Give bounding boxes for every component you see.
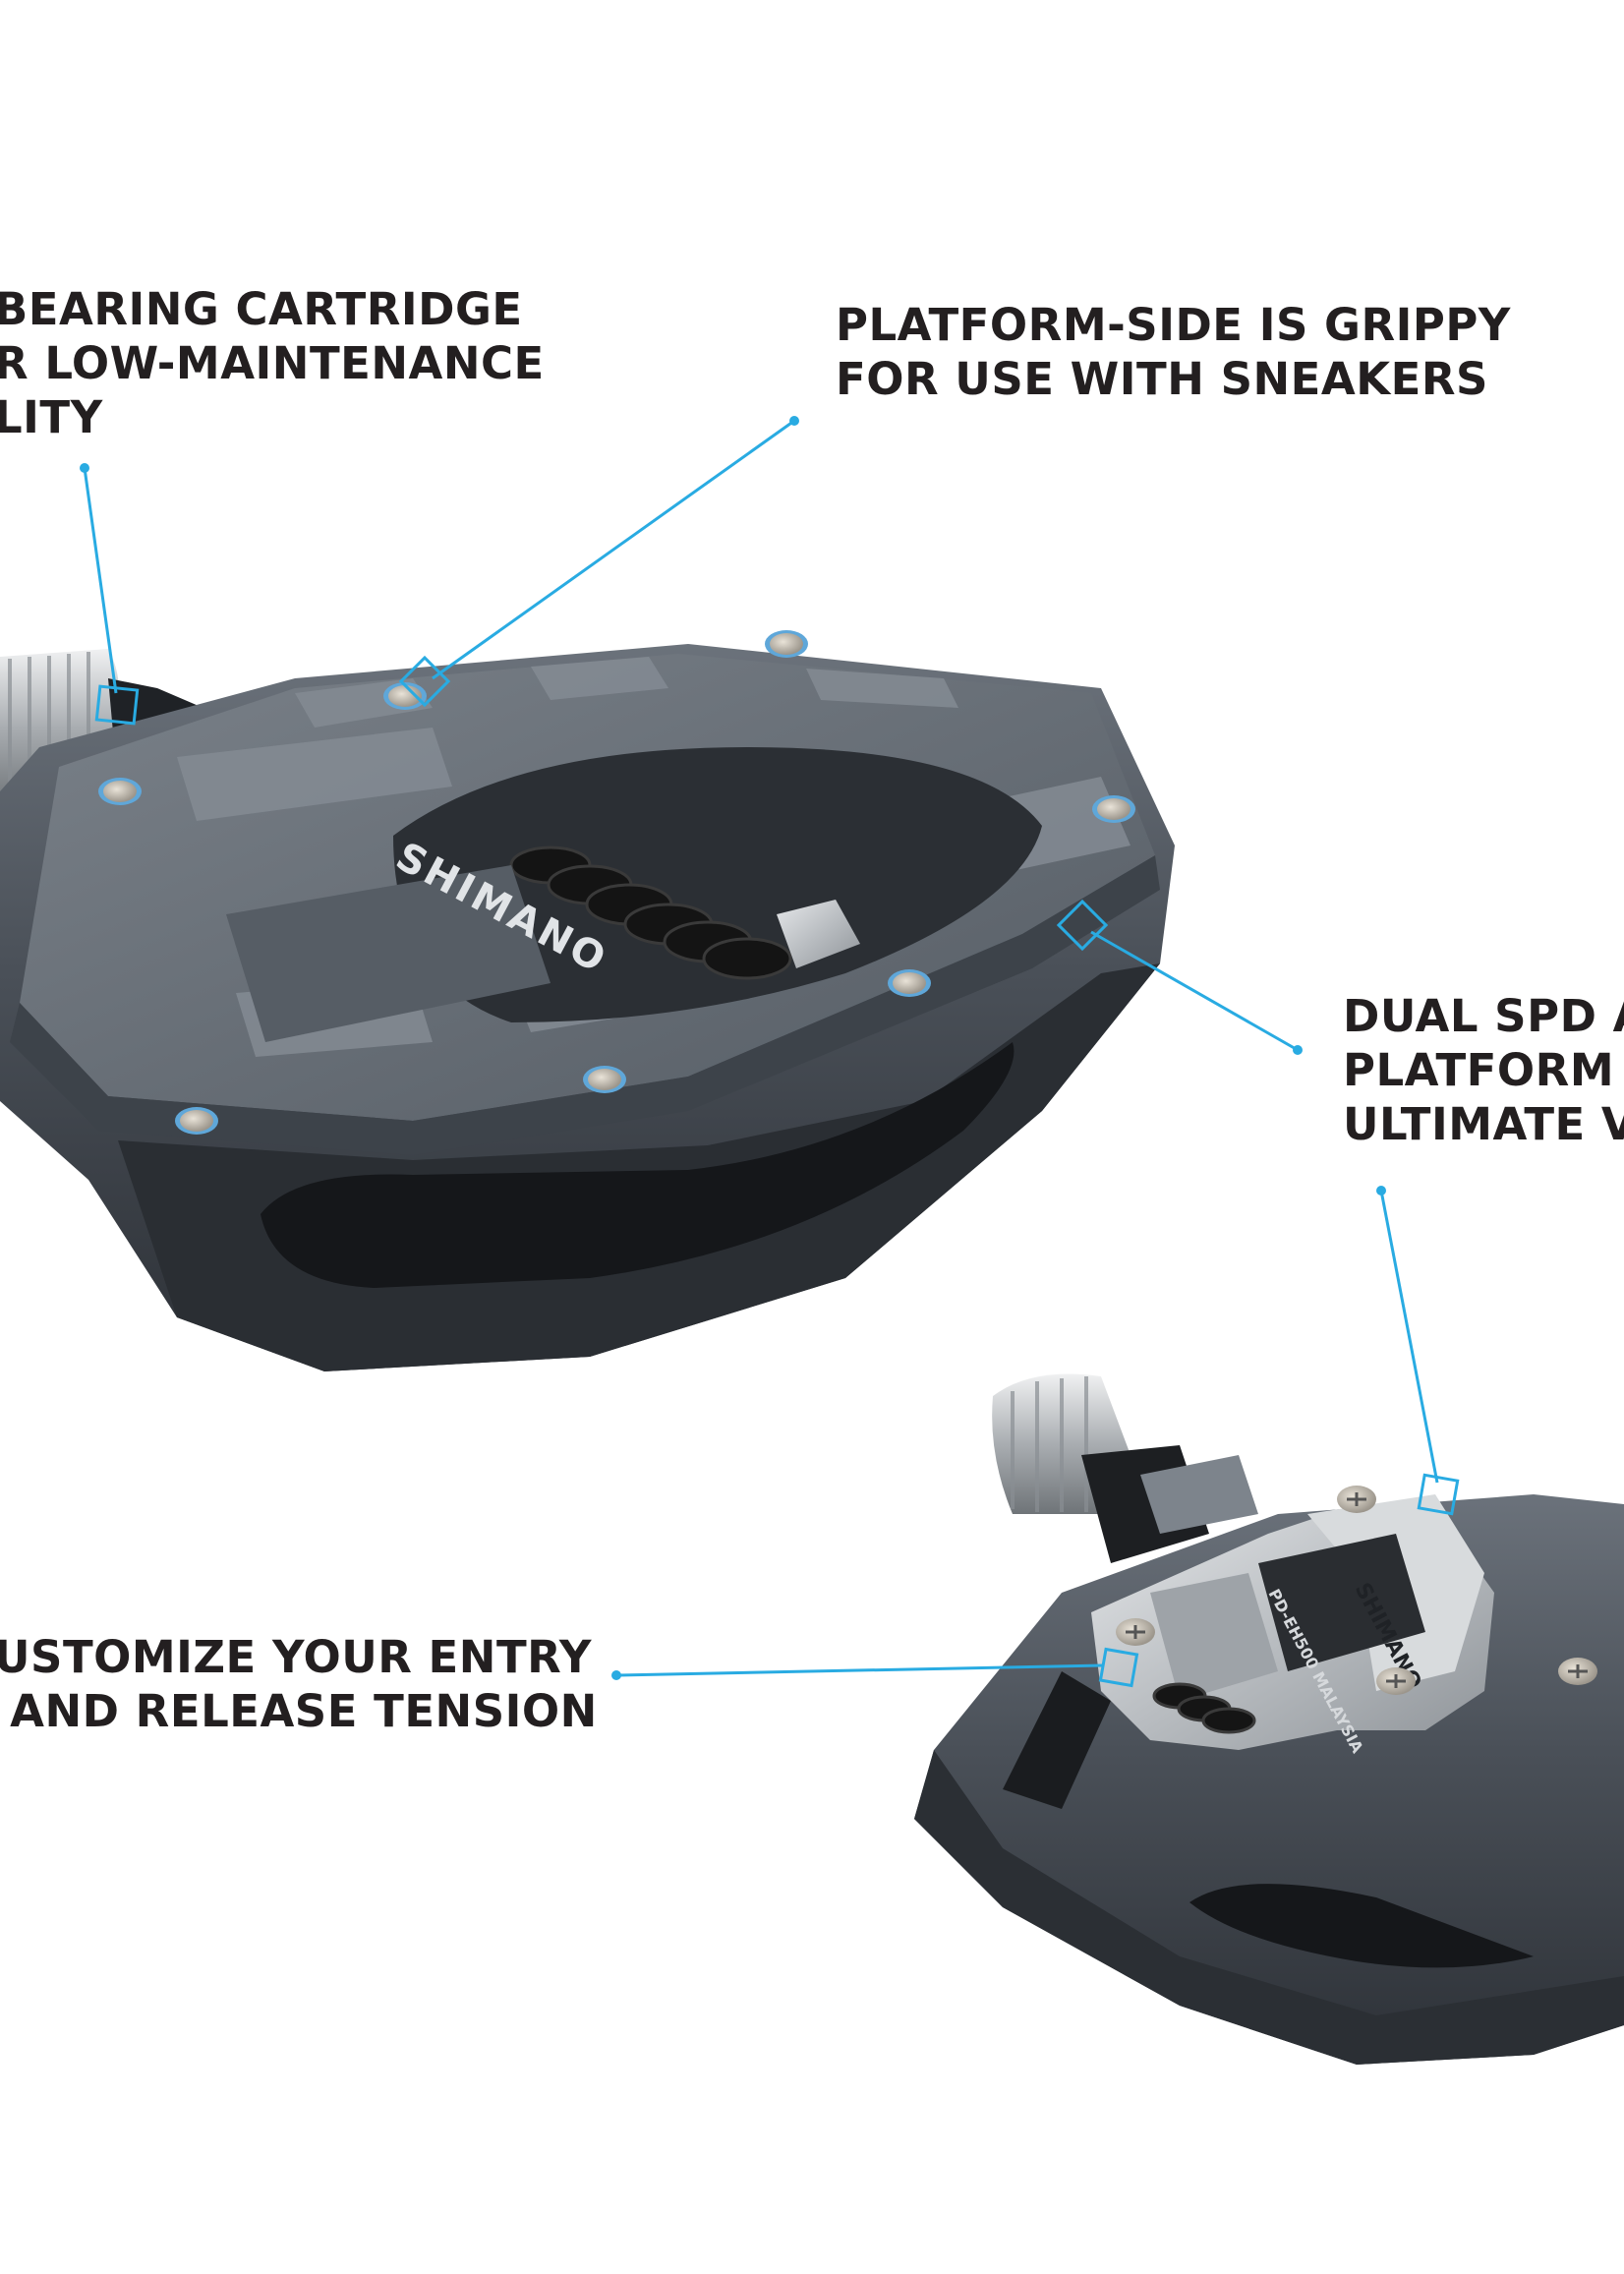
leader-tension [611,1647,1139,1688]
callout-dual-line-3: ULTIMATE VE [1343,1098,1624,1150]
callout-bearing-line-2: R LOW-MAINTENANCE [0,337,545,389]
callout-bearing-line-1: BEARING CARTRIDGE [0,283,523,335]
callout-tension-line-1: USTOMIZE YOUR ENTRY [0,1631,592,1683]
clip-pocket [393,747,1042,1022]
tension-spring [509,845,792,980]
callout-platform-side: PLATFORM-SIDE IS GRIPPY FOR USE WITH SNE… [836,298,1511,406]
callout-bearing-line-3: LITY [0,391,103,443]
spd-pedal: PD-EH500 MALAYSIA SHIMANO [914,1373,1624,2065]
callout-dual-line-2: PLATFORM P [1343,1044,1624,1096]
traction-pins [98,630,1135,1135]
frame-cutout [261,1042,1015,1288]
callout-platform-line-1: PLATFORM-SIDE IS GRIPPY [836,299,1511,351]
spd-screws [1116,1486,1597,1695]
spd-spring [1152,1682,1256,1734]
callout-bearing-cartridge: BEARING CARTRIDGE R LOW-MAINTENANCE LITY [0,282,545,444]
callout-tension: USTOMIZE YOUR ENTRY AND RELEASE TENSION [0,1630,598,1738]
leader-bearing [80,463,140,726]
platform-pedal: SHIMANO [0,630,1175,1371]
leader-dual [1056,899,1460,1516]
leader-platform [398,416,799,708]
callout-platform-line-2: FOR USE WITH SNEAKERS [836,353,1488,405]
callout-tension-line-2: AND RELEASE TENSION [0,1685,598,1737]
leader-lines [80,416,1460,1688]
callout-dual-spd: DUAL SPD AN PLATFORM P ULTIMATE VE [1343,989,1624,1151]
callout-dual-line-1: DUAL SPD AN [1343,990,1624,1042]
spd-axle-spindle [992,1373,1258,1563]
